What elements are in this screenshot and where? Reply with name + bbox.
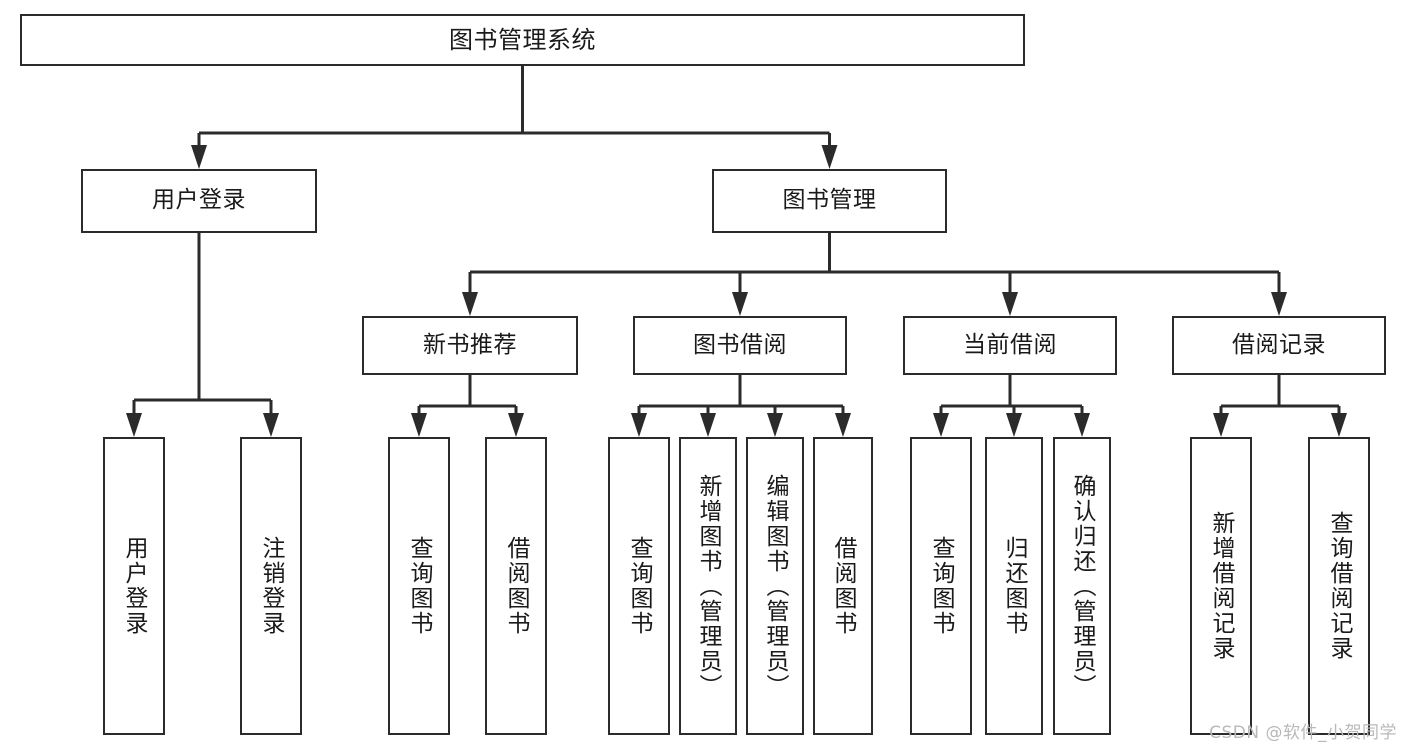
node-leaf-edit-book[interactable]: 编辑图书（管理员） [746,437,804,735]
arrowhead-leaf-edit-book [767,413,783,437]
node-label: 新书推荐 [423,331,517,358]
node-leaf-borrow-book-b[interactable]: 借阅图书 [813,437,873,735]
csdn-watermark: CSDN @软件_小贺同学 [1209,723,1397,743]
arrowhead-leaf-query-record [1331,413,1347,437]
node-label: 注销登录 [258,536,285,636]
node-l3-book-borrow[interactable]: 图书借阅 [633,316,847,375]
node-leaf-add-record[interactable]: 新增借阅记录 [1190,437,1252,735]
node-label: 查询借阅记录 [1326,511,1353,661]
node-l3-new-book-rec[interactable]: 新书推荐 [362,316,578,375]
arrowhead-leaf-query-book-a [411,413,427,437]
node-label: 图书管理系统 [449,25,596,54]
arrowhead-leaf-query-book-c [933,413,949,437]
node-label: 新增借阅记录 [1208,511,1235,661]
node-leaf-confirm-return[interactable]: 确认归还（管理员） [1053,437,1111,735]
node-label: 编辑图书（管理员） [762,473,789,699]
arrowhead-leaf-borrow-book-a [508,413,524,437]
arrowhead-leaf-return-book [1006,413,1022,437]
node-leaf-add-book[interactable]: 新增图书（管理员） [679,437,737,735]
node-l3-borrow-record[interactable]: 借阅记录 [1172,316,1386,375]
arrowhead-l3-borrow-record [1271,292,1287,316]
node-leaf-query-book-a[interactable]: 查询图书 [388,437,450,735]
arrowhead-leaf-borrow-book-b [835,413,851,437]
node-leaf-user-login[interactable]: 用户登录 [103,437,165,735]
node-label: 确认归还（管理员） [1069,473,1096,699]
node-label: 图书管理 [782,187,877,214]
node-label: 图书借阅 [693,331,787,358]
arrowhead-leaf-add-book [700,413,716,437]
node-l3-current-borrow[interactable]: 当前借阅 [903,316,1117,375]
node-label: 查询图书 [406,536,433,636]
arrowhead-l3-new-book-rec [462,292,478,316]
arrowhead-l2-book-manage [821,145,838,169]
arrowhead-l3-current-borrow [1002,292,1018,316]
node-leaf-query-book-c[interactable]: 查询图书 [910,437,972,735]
arrowhead-leaf-user-login [126,413,142,437]
node-label: 新增图书（管理员） [695,473,722,699]
node-leaf-query-record[interactable]: 查询借阅记录 [1308,437,1370,735]
node-label: 归还图书 [1001,536,1028,636]
arrowhead-leaf-confirm-return [1074,413,1090,437]
node-label: 查询图书 [928,536,955,636]
arrowhead-l3-book-borrow [732,292,748,316]
node-l2-book-manage[interactable]: 图书管理 [712,169,947,233]
node-label: 借阅记录 [1232,331,1326,358]
node-root[interactable]: 图书管理系统 [20,14,1025,66]
node-leaf-return-book[interactable]: 归还图书 [985,437,1043,735]
node-label: 查询图书 [626,536,653,636]
node-leaf-borrow-book-a[interactable]: 借阅图书 [485,437,547,735]
node-l2-user-login[interactable]: 用户登录 [81,169,317,233]
node-label: 当前借阅 [963,331,1057,358]
node-label: 借阅图书 [830,536,857,636]
arrowhead-l2-user-login [191,145,207,169]
node-label: 借阅图书 [503,536,530,636]
arrowhead-leaf-logout [263,413,279,437]
node-label: 用户登录 [121,536,148,636]
node-leaf-query-book-b[interactable]: 查询图书 [608,437,670,735]
arrowhead-leaf-query-book-b [631,413,647,437]
node-label: 用户登录 [152,187,246,214]
node-leaf-logout[interactable]: 注销登录 [240,437,302,735]
arrowhead-leaf-add-record [1213,413,1229,437]
